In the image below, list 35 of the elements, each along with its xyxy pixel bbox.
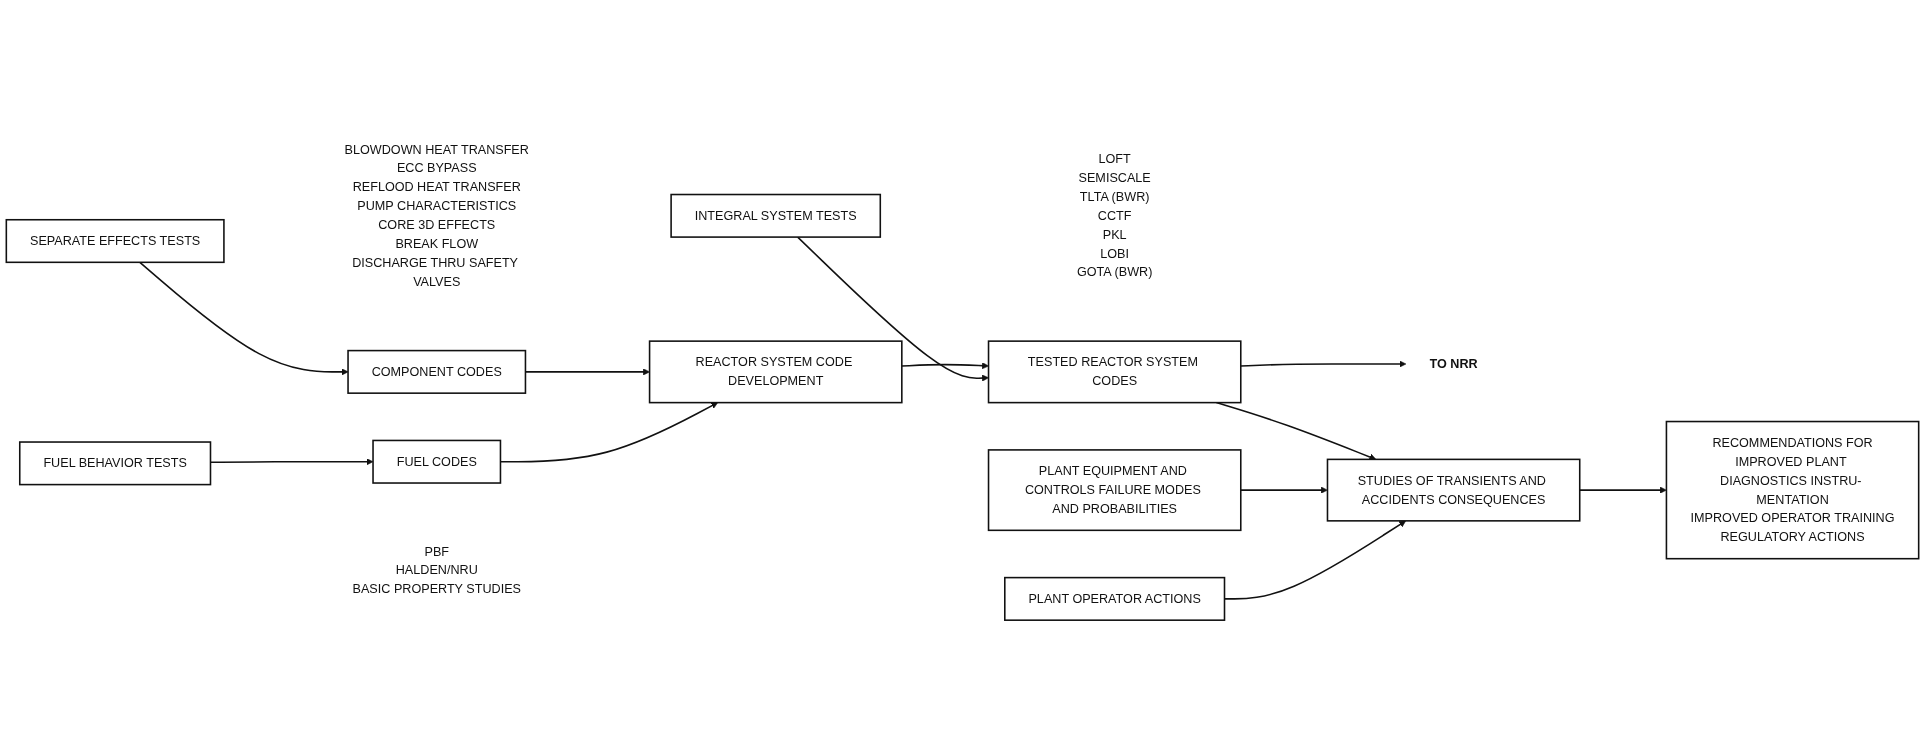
node-box: SEPARATE EFFECTS TESTS xyxy=(5,218,225,263)
arrow xyxy=(1240,360,1407,368)
node-text: TO NRR xyxy=(1429,356,1478,371)
node-label: GOTA (BWR) xyxy=(1076,265,1153,279)
node-label: CORE 3D EFFECTS xyxy=(378,217,496,232)
node-label: PUMP CHARACTERISTICS xyxy=(357,199,517,213)
node-label: BASIC PROPERTY STUDIES xyxy=(352,582,521,596)
node-label: BREAK FLOW xyxy=(395,236,479,251)
node-box: INTEGRAL SYSTEM TESTS xyxy=(670,193,882,238)
node-label: CCTF xyxy=(1097,208,1132,222)
node-box: TESTED REACTOR SYSTEM CODES xyxy=(987,340,1242,404)
node-label: LOBI xyxy=(1100,246,1130,260)
arrow xyxy=(796,236,989,382)
node-label: PBF xyxy=(424,544,450,558)
node-box: FUEL CODES xyxy=(372,439,502,484)
node-label: TLTA (BWR) xyxy=(1079,189,1150,203)
node-label: DISCHARGE THRU SAFETY VALVES xyxy=(352,255,518,289)
node-box: FUEL BEHAVIOR TESTS xyxy=(18,441,212,486)
arrow xyxy=(1240,486,1328,494)
node-label: ECC BYPASS xyxy=(396,161,477,175)
node-box: REACTOR SYSTEM CODE DEVELOPMENT xyxy=(648,340,903,404)
arrow xyxy=(901,362,989,369)
arrow xyxy=(139,261,349,376)
node-label: PKL xyxy=(1102,227,1127,241)
arrow xyxy=(1215,401,1377,461)
node-label: HALDEN/NRU xyxy=(395,563,478,577)
node-box: PLANT OPERATOR ACTIONS xyxy=(1004,576,1226,621)
node-box: COMPONENT CODES xyxy=(347,349,527,394)
node-box: PLANT EQUIPMENT AND CONTROLS FAILURE MODES AND PROBABILITIES xyxy=(987,448,1242,531)
node-label: BLOWDOWN HEAT TRANSFER xyxy=(344,142,529,156)
node-label: REFLOOD HEAT TRANSFER xyxy=(352,180,521,194)
node-box: STUDIES OF TRANSIENTS AND ACCIDENTS CONSEQUENCES xyxy=(1326,458,1581,522)
node-box: RECOMMENDATIONS FOR IMPROVED PLANT DIAGNOSTICS INSTRU- MENTATION IMPROVED OPERATOR TRAINING REGULATORY ACTIONS xyxy=(1665,420,1920,560)
node-label: LOFT xyxy=(1098,151,1131,166)
node-label: SEMISCALE xyxy=(1078,170,1151,185)
